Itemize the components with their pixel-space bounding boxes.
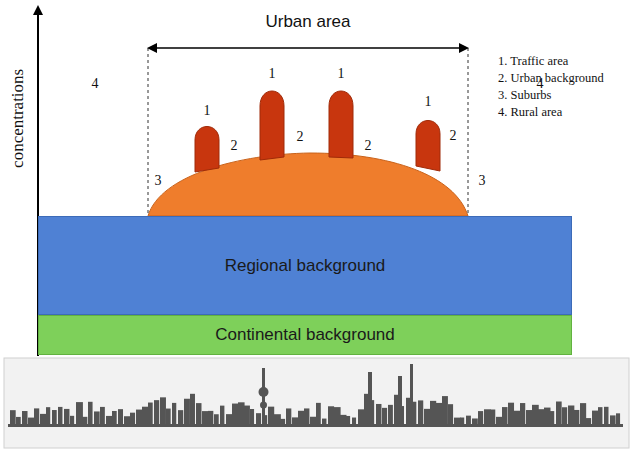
skyline [8,364,623,427]
traffic-peaks [195,91,440,172]
callout-number: 2 [297,129,304,144]
callout-number: 4 [537,76,544,91]
callout-number: 1 [338,66,345,81]
key-entry: 4. Rural area [498,106,562,120]
background-band: Regional background [38,216,572,315]
callout-number: 3 [155,173,162,188]
urban-boundary [468,48,469,216]
span-label: Urban area [265,13,350,32]
background-band: Continental background [38,315,572,355]
key-entry: 1. Traffic area [498,55,568,69]
band-label: Regional background [225,256,386,276]
key-entry: 2. Urban background [498,72,604,86]
urban-boundary [148,48,149,216]
callout-number: 1 [425,94,432,109]
callout-number: 1 [269,66,276,81]
skyline-panel [4,358,629,448]
callout-number: 2 [365,138,372,153]
band-label: Continental background [215,325,395,345]
callout-number: 2 [231,138,238,153]
axis-label: concentrations [10,68,29,167]
callout-number: 2 [450,128,457,143]
callout-number: 3 [479,173,486,188]
urban-span-arrow [152,47,464,48]
callout-number: 1 [204,103,211,118]
callout-number: 4 [92,76,99,91]
